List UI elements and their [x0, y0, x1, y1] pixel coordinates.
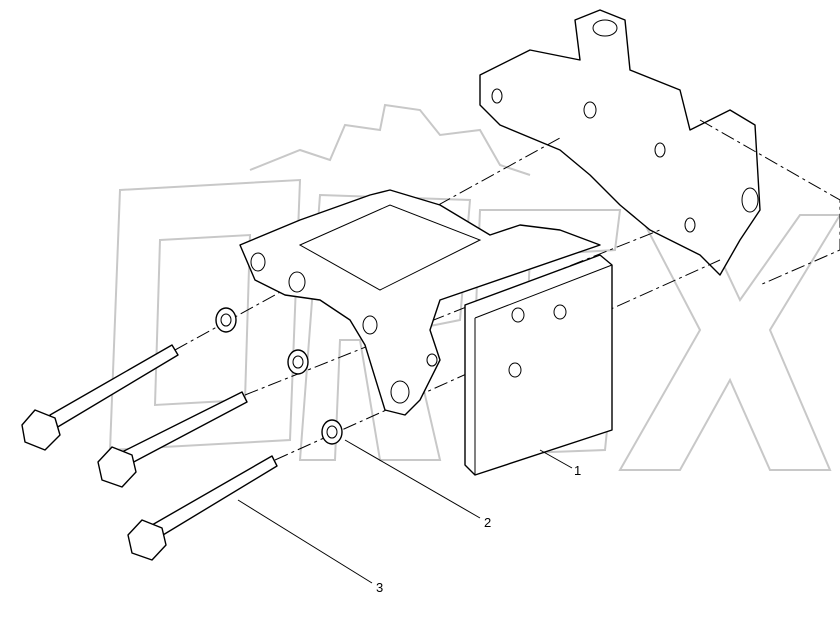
washer — [215, 307, 237, 333]
washer — [287, 349, 309, 375]
bolt — [97, 391, 248, 488]
callout-label: 1 — [574, 463, 581, 478]
callout-label: 2 — [484, 515, 491, 530]
bolts — [21, 344, 278, 561]
bolt — [21, 344, 179, 451]
callout-3: 3 — [237, 499, 383, 595]
valve-housing — [479, 9, 840, 286]
washers — [215, 307, 343, 445]
mounting-bracket — [239, 189, 601, 416]
washer — [321, 419, 343, 445]
bolt — [127, 455, 278, 561]
callout-label: 3 — [376, 580, 383, 595]
callout-2: 2 — [344, 439, 491, 530]
callout-1: 1 — [539, 449, 581, 478]
mounting-plate — [464, 254, 613, 476]
